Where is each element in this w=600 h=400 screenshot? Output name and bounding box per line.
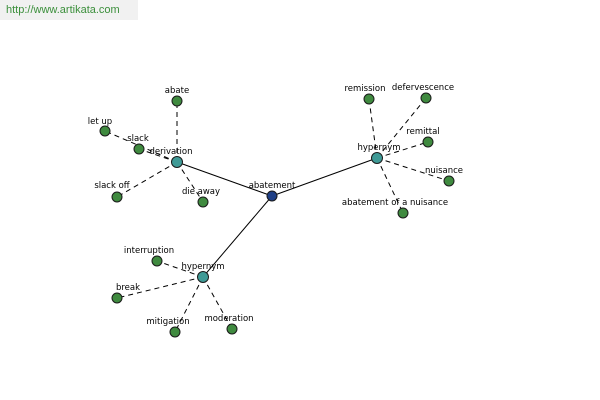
node-mitigation[interactable]: mitigation bbox=[146, 317, 190, 338]
node-dot-break[interactable] bbox=[111, 292, 123, 304]
node-dot-abatement-of-a-nuisance[interactable] bbox=[397, 207, 409, 219]
node-dot-defervescence[interactable] bbox=[420, 92, 432, 104]
node-label-slack: slack bbox=[127, 134, 149, 144]
edge-hypernym_right-to-remission bbox=[368, 98, 378, 159]
watermark-url: http://www.artikata.com bbox=[0, 0, 138, 20]
edge-derivation-to-slack bbox=[138, 148, 178, 163]
node-moderation[interactable]: moderation bbox=[204, 314, 254, 335]
nodes-layer: abatement derivation hypernym hypernym abate… bbox=[88, 83, 463, 338]
node-hypernym-right[interactable]: hypernym bbox=[357, 143, 401, 164]
node-label-moderation: moderation bbox=[204, 314, 253, 324]
edge-abatement-to-hypernym_right bbox=[271, 157, 378, 197]
node-label-let-up: let up bbox=[88, 117, 112, 127]
node-label-break: break bbox=[116, 283, 140, 293]
node-dot-hypernym-right[interactable] bbox=[371, 152, 383, 164]
node-label-interruption: interruption bbox=[124, 246, 174, 256]
node-dot-interruption[interactable] bbox=[151, 255, 163, 267]
edge-hypernym_right-to-abatement_of_a_nuisance bbox=[376, 157, 404, 214]
node-dot-abate[interactable] bbox=[171, 95, 183, 107]
node-slack-off[interactable]: slack off bbox=[94, 181, 131, 203]
node-defervescence[interactable]: defervescence bbox=[392, 83, 454, 104]
node-label-hypernym-right: hypernym bbox=[357, 143, 400, 153]
node-interruption[interactable]: interruption bbox=[124, 246, 174, 267]
node-remittal[interactable]: remittal bbox=[406, 127, 440, 148]
node-dot-derivation[interactable] bbox=[171, 156, 183, 168]
edge-hypernym_right-to-defervescence bbox=[376, 97, 427, 159]
node-remission[interactable]: remission bbox=[345, 84, 386, 105]
node-die-away[interactable]: die away bbox=[182, 187, 220, 208]
node-label-mitigation: mitigation bbox=[146, 317, 189, 327]
edge-hypernym_right-to-nuisance bbox=[376, 157, 450, 182]
node-derivation[interactable]: derivation bbox=[149, 147, 193, 168]
edge-hypernym_bottom-to-mitigation bbox=[174, 276, 204, 333]
node-dot-let-up[interactable] bbox=[99, 125, 111, 137]
node-label-abate: abate bbox=[165, 86, 189, 96]
edge-derivation-to-die_away bbox=[176, 161, 204, 203]
node-label-abatement-of-a-nuisance: abatement of a nuisance bbox=[342, 198, 448, 208]
node-label-nuisance: nuisance bbox=[425, 166, 463, 176]
edge-abatement-to-derivation bbox=[176, 161, 273, 197]
node-dot-slack[interactable] bbox=[133, 143, 145, 155]
node-dot-hypernym-bottom[interactable] bbox=[197, 271, 209, 283]
edge-hypernym_bottom-to-moderation bbox=[202, 276, 233, 330]
node-dot-die-away[interactable] bbox=[197, 196, 209, 208]
node-label-derivation: derivation bbox=[149, 147, 192, 157]
node-label-hypernym-bottom: hypernym bbox=[181, 262, 224, 272]
node-dot-slack-off[interactable] bbox=[111, 191, 123, 203]
edge-hypernym_bottom-to-interruption bbox=[156, 260, 204, 278]
node-dot-mitigation[interactable] bbox=[169, 326, 181, 338]
node-dot-remission[interactable] bbox=[363, 93, 375, 105]
node-break[interactable]: break bbox=[111, 283, 140, 304]
node-let-up[interactable]: let up bbox=[88, 117, 112, 137]
node-abatement-of-a-nuisance[interactable]: abatement of a nuisance bbox=[342, 198, 448, 219]
node-abatement[interactable]: abatement bbox=[249, 181, 296, 202]
node-label-remission: remission bbox=[345, 84, 386, 94]
node-hypernym-bottom[interactable]: hypernym bbox=[181, 262, 225, 283]
node-slack[interactable]: slack bbox=[127, 134, 149, 155]
node-dot-moderation[interactable] bbox=[226, 323, 238, 335]
edge-abatement-to-hypernym_bottom bbox=[202, 195, 273, 278]
node-dot-remittal[interactable] bbox=[422, 136, 434, 148]
node-label-defervescence: defervescence bbox=[392, 83, 454, 93]
node-dot-nuisance[interactable] bbox=[443, 175, 455, 187]
node-label-die-away: die away bbox=[182, 187, 220, 197]
node-label-abatement: abatement bbox=[249, 181, 296, 191]
edge-hypernym_bottom-to-break bbox=[116, 276, 204, 299]
node-abate[interactable]: abate bbox=[165, 86, 189, 107]
edge-derivation-to-slack_off bbox=[116, 161, 178, 198]
node-label-remittal: remittal bbox=[406, 127, 439, 137]
node-label-slack-off: slack off bbox=[94, 181, 130, 191]
edges-layer bbox=[104, 97, 450, 333]
node-dot-abatement[interactable] bbox=[266, 190, 278, 202]
node-nuisance[interactable]: nuisance bbox=[425, 166, 463, 187]
